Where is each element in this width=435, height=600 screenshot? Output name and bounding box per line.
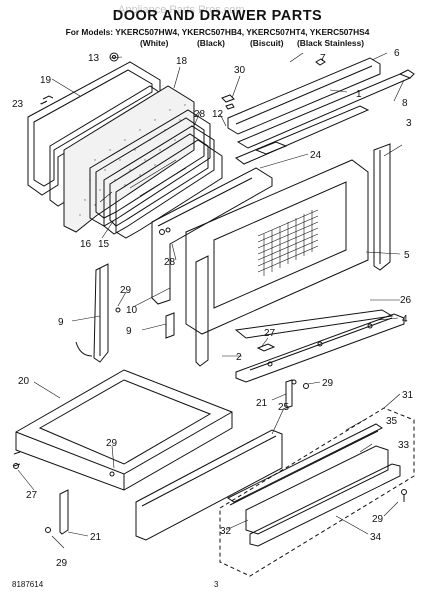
door-top-trim xyxy=(227,57,381,135)
callout-25: 24 xyxy=(310,150,322,161)
callout-28-top: 28 xyxy=(194,109,206,120)
door-side-strip xyxy=(195,255,209,367)
callout-4: 4 xyxy=(402,314,408,325)
doc-number: 8187614 xyxy=(12,580,44,589)
models-line: For Models: YKERC507HW4, YKERC507HB4, YK… xyxy=(65,27,370,37)
drawer-back-panel xyxy=(249,463,401,547)
model-color-biscuit: (Biscuit) xyxy=(250,38,284,48)
callout-15: 15 xyxy=(98,239,110,250)
callout-33: 33 xyxy=(398,440,410,451)
watermark: Appliance Parts Pros.com xyxy=(118,4,245,16)
model-color-black: (Black) xyxy=(197,38,225,48)
door-handle-rod xyxy=(236,69,415,149)
callout-27: 27 xyxy=(26,490,38,501)
callout-labels: 13 18 19 23 30 7 6 1 8 28 12 3 24 16 15 … xyxy=(12,48,414,569)
drawer-slide-left xyxy=(45,489,69,535)
inner-door-panel xyxy=(151,167,273,305)
callout-24: 25 xyxy=(278,402,290,413)
callout-12: 12 xyxy=(212,109,224,120)
callout-13: 10 xyxy=(126,305,138,316)
callout-6: 6 xyxy=(394,48,400,59)
callout-21-glide: 21 xyxy=(256,398,268,409)
callout-10: 9 xyxy=(58,317,64,328)
drawer-trim-strip xyxy=(227,423,383,506)
bracket-clip xyxy=(256,343,276,352)
callout-23: 23 xyxy=(12,99,24,110)
callout-29-drawer: 29 xyxy=(106,438,118,449)
callout-18: 18 xyxy=(176,56,188,67)
drawer-front-assembly-box xyxy=(219,407,415,577)
callout-34: 34 xyxy=(370,532,382,543)
callout-3: 3 xyxy=(406,118,412,129)
callout-31: 31 xyxy=(402,390,414,401)
side-rail-left xyxy=(75,263,109,363)
callout-16: 16 xyxy=(80,239,92,250)
page-title: DOOR AND DRAWER PARTS xyxy=(112,8,323,24)
callout-19: 19 xyxy=(40,75,52,86)
drawer-glass-panel xyxy=(245,445,389,535)
callout-35: 35 xyxy=(386,416,398,427)
small-spacer xyxy=(165,312,175,339)
drawer-glide xyxy=(285,379,309,409)
callout-29-front: 29 xyxy=(372,514,384,525)
callout-5: 5 xyxy=(404,250,410,261)
callout-1: 1 xyxy=(356,89,362,100)
storage-drawer xyxy=(13,369,233,491)
callout-29-door: 28 xyxy=(164,257,176,268)
callout-21-slide: 21 xyxy=(90,532,102,543)
screw-small xyxy=(109,227,407,502)
drawer-rail-bracket xyxy=(234,309,405,383)
leader-lines xyxy=(17,52,405,549)
callout-29-bottom: 29 xyxy=(56,558,68,569)
callout-30: 30 xyxy=(234,65,246,76)
callout-26: 26 xyxy=(400,295,412,306)
vent-channel xyxy=(235,105,370,165)
callout-7: 7 xyxy=(320,53,326,64)
inner-glass-pack xyxy=(89,109,223,239)
outer-door-panel xyxy=(185,159,369,335)
callout-2: 2 xyxy=(236,352,242,363)
clip-parts xyxy=(40,52,235,110)
callout-29-glide: 29 xyxy=(322,378,334,389)
callout-9: 9 xyxy=(126,326,132,337)
outer-door-frame xyxy=(27,61,161,196)
callout-8: 8 xyxy=(402,98,408,109)
callout-14: 13 xyxy=(88,53,100,64)
drawer-front-panel xyxy=(135,429,283,541)
callout-29-rail: 29 xyxy=(120,285,132,296)
callout-28-mid: 27 xyxy=(264,328,276,339)
model-color-black-stainless: (Black Stainless) xyxy=(297,38,365,48)
callout-20: 20 xyxy=(18,376,30,387)
page-number: 3 xyxy=(214,580,219,589)
callout-32: 32 xyxy=(220,526,232,537)
side-rail-right xyxy=(373,143,391,271)
model-color-white: (White) xyxy=(140,38,169,48)
